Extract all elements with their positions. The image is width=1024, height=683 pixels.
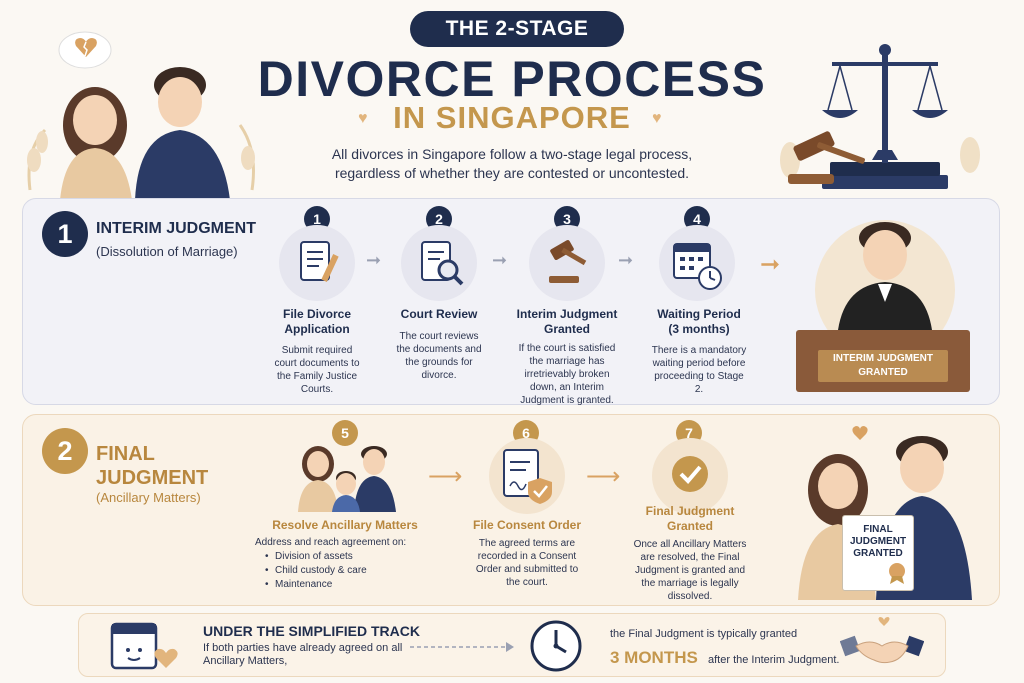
- step-4-title: Waiting Period (3 months): [657, 307, 741, 336]
- arrow-icon: ⟶: [428, 463, 463, 490]
- heart-icon: ♥: [652, 110, 662, 127]
- intro-text: All divorces in Singapore follow a two-s…: [331, 146, 693, 181]
- gavel-icon: [543, 238, 591, 291]
- step-3-desc: If the court is satisfied the marriage h…: [518, 343, 616, 406]
- simplified-track-panel: [78, 613, 946, 677]
- page-subtitle: IN SINGAPORE: [393, 100, 631, 135]
- step-4-desc: There is a mandatory waiting period befo…: [651, 345, 747, 395]
- broken-heart-icon: [74, 36, 98, 58]
- three-months-highlight: 3 MONTHS: [610, 648, 698, 667]
- list-item: Child custody & care: [265, 564, 425, 578]
- simplified-track-left-text: If both parties have already agreed on a…: [203, 642, 403, 667]
- stage-2-number: 2: [42, 428, 88, 474]
- step-1-title: File Divorce Application: [282, 307, 352, 336]
- step-5-number: 5: [332, 420, 358, 446]
- step-6-desc: The agreed terms are recorded in a Conse…: [475, 538, 579, 588]
- step-6-title: File Consent Order: [472, 518, 582, 532]
- calendar-heart-icon: [108, 618, 180, 679]
- step-1-desc: Submit required court documents to the F…: [274, 345, 360, 395]
- dashed-arrow: [410, 640, 516, 658]
- seal-icon: [888, 562, 906, 589]
- stage-1-number: 1: [42, 211, 88, 257]
- family-icon: [290, 440, 402, 517]
- page-title: DIVORCE PROCESS: [257, 51, 767, 107]
- step-2-desc: The court reviews the documents and the …: [396, 331, 482, 381]
- arrow-icon: ➞: [760, 251, 781, 278]
- list-item: Maintenance: [265, 578, 425, 592]
- step-7-title: Final Judgment Granted: [645, 504, 735, 533]
- simplified-track-right-text: the Final Judgment is typically granted: [610, 628, 798, 640]
- step-5-desc: Address and reach agreement on:: [255, 537, 407, 548]
- stage-2-subtitle: (Ancillary Matters): [96, 490, 201, 505]
- step-7-desc: Once all Ancillary Matters are resolved,…: [633, 539, 747, 602]
- step-5-title: Resolve Ancillary Matters: [272, 518, 418, 532]
- couple-illustration: [20, 30, 260, 200]
- step-3-circle: [529, 225, 605, 301]
- handshake-icon: [839, 616, 925, 677]
- step-2-title: Court Review: [400, 307, 478, 321]
- magnifier-icon: [418, 240, 466, 293]
- interim-judgment-plaque: INTERIM JUDGMENT GRANTED: [818, 350, 948, 382]
- arrow-icon: ⟶: [586, 463, 621, 490]
- simplified-track-after-text: after the Interim Judgment.: [708, 654, 840, 666]
- calendar-clock-icon: [672, 240, 724, 297]
- stage-1-title: INTERIM JUDGMENT: [96, 220, 256, 237]
- step-3-title: Interim Judgment Granted: [516, 307, 618, 336]
- heart-icon: ♥: [358, 110, 368, 127]
- scales-icon: [760, 40, 1000, 195]
- consent-document-icon: [500, 446, 556, 511]
- stage-1-subtitle: (Dissolution of Marriage): [96, 244, 238, 259]
- judge-illustration: [800, 210, 970, 400]
- simplified-track-title: UNDER THE SIMPLIFIED TRACK: [203, 623, 420, 639]
- document-pen-icon: [297, 240, 341, 293]
- arrow-icon: ➞: [618, 250, 634, 270]
- arrow-icon: ➞: [492, 250, 508, 270]
- checkmark-badge-icon: [668, 452, 712, 501]
- header-pill: THE 2-STAGE: [410, 11, 624, 47]
- list-item: Division of assets: [265, 550, 425, 564]
- stage-2-title-line2: JUDGMENT: [96, 467, 209, 489]
- clock-icon: [528, 618, 584, 679]
- stage-2-title-line1: FINAL: [96, 443, 155, 465]
- ancillary-matters-list: Division of assets Child custody & care …: [265, 550, 425, 592]
- arrow-icon: ➞: [366, 250, 382, 270]
- gavel-icon: [786, 128, 876, 188]
